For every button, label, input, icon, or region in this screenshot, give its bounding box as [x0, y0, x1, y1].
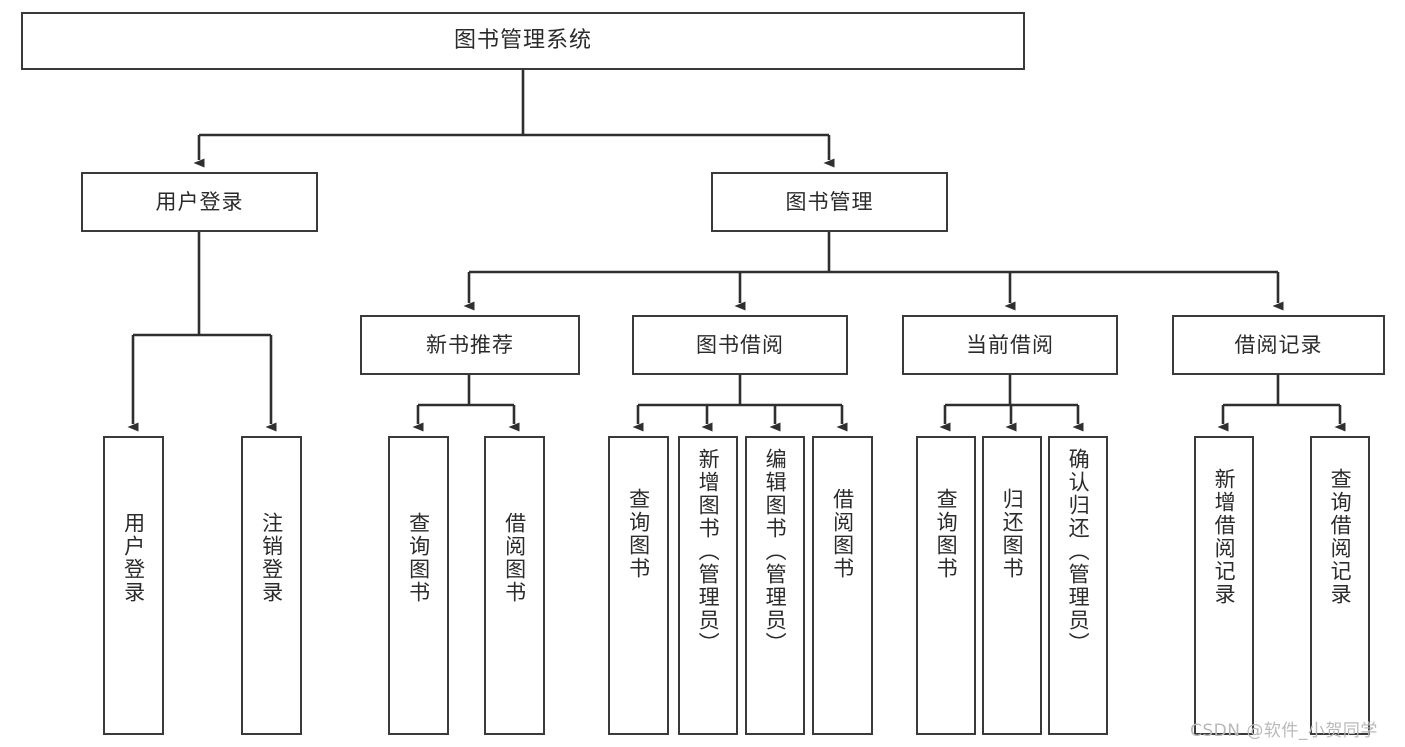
node-label: 图书借阅	[696, 332, 784, 357]
node-label: 查询图书	[934, 488, 959, 580]
leaf-query-book-recommend[interactable]: 查询图书	[388, 436, 449, 735]
node-current-borrow[interactable]: 当前借阅	[902, 315, 1118, 375]
node-borrow-record[interactable]: 借阅记录	[1172, 315, 1385, 375]
node-label: 新增图书（管理员）	[696, 448, 721, 655]
leaf-query-book-current[interactable]: 查询图书	[916, 436, 976, 735]
node-label: 图书管理	[785, 189, 874, 214]
node-label: 借阅图书	[830, 488, 855, 580]
node-book-management[interactable]: 图书管理	[711, 172, 948, 232]
leaf-add-book-admin[interactable]: 新增图书（管理员）	[678, 436, 738, 735]
leaf-user-login[interactable]: 用户登录	[103, 436, 164, 735]
node-label: 新增借阅记录	[1212, 468, 1237, 606]
node-label: 用户登录	[121, 512, 146, 604]
leaf-return-book[interactable]: 归还图书	[982, 436, 1042, 735]
node-label: 用户登录	[155, 189, 244, 214]
node-label: 借阅图书	[502, 512, 527, 604]
leaf-query-borrow-record[interactable]: 查询借阅记录	[1310, 436, 1370, 735]
node-book-borrow[interactable]: 图书借阅	[632, 315, 848, 375]
node-label: 借阅记录	[1234, 332, 1323, 357]
watermark-text: CSDN @软件_小贺同学	[1190, 721, 1378, 741]
node-root-system[interactable]: 图书管理系统	[21, 12, 1025, 70]
leaf-borrow-book[interactable]: 借阅图书	[812, 436, 873, 735]
node-label: 注销登录	[259, 512, 284, 604]
leaf-edit-book-admin[interactable]: 编辑图书（管理员）	[745, 436, 805, 735]
node-label: 查询图书	[406, 512, 431, 604]
leaf-query-book-borrow[interactable]: 查询图书	[608, 436, 669, 735]
node-new-book-recommend[interactable]: 新书推荐	[360, 315, 580, 375]
node-label: 确认归还（管理员）	[1066, 448, 1091, 655]
node-label: 编辑图书（管理员）	[763, 448, 788, 655]
leaf-confirm-return-admin[interactable]: 确认归还（管理员）	[1048, 436, 1108, 735]
leaf-borrow-book-recommend[interactable]: 借阅图书	[484, 436, 545, 735]
node-label: 归还图书	[1000, 488, 1025, 580]
node-label: 当前借阅	[966, 332, 1054, 357]
node-label: 查询借阅记录	[1328, 468, 1353, 606]
node-label: 新书推荐	[426, 332, 514, 357]
leaf-add-borrow-record[interactable]: 新增借阅记录	[1194, 436, 1254, 735]
node-user-login[interactable]: 用户登录	[81, 172, 318, 232]
leaf-logout-login[interactable]: 注销登录	[241, 436, 302, 735]
node-label: 查询图书	[626, 488, 651, 580]
node-label: 图书管理系统	[453, 28, 592, 54]
